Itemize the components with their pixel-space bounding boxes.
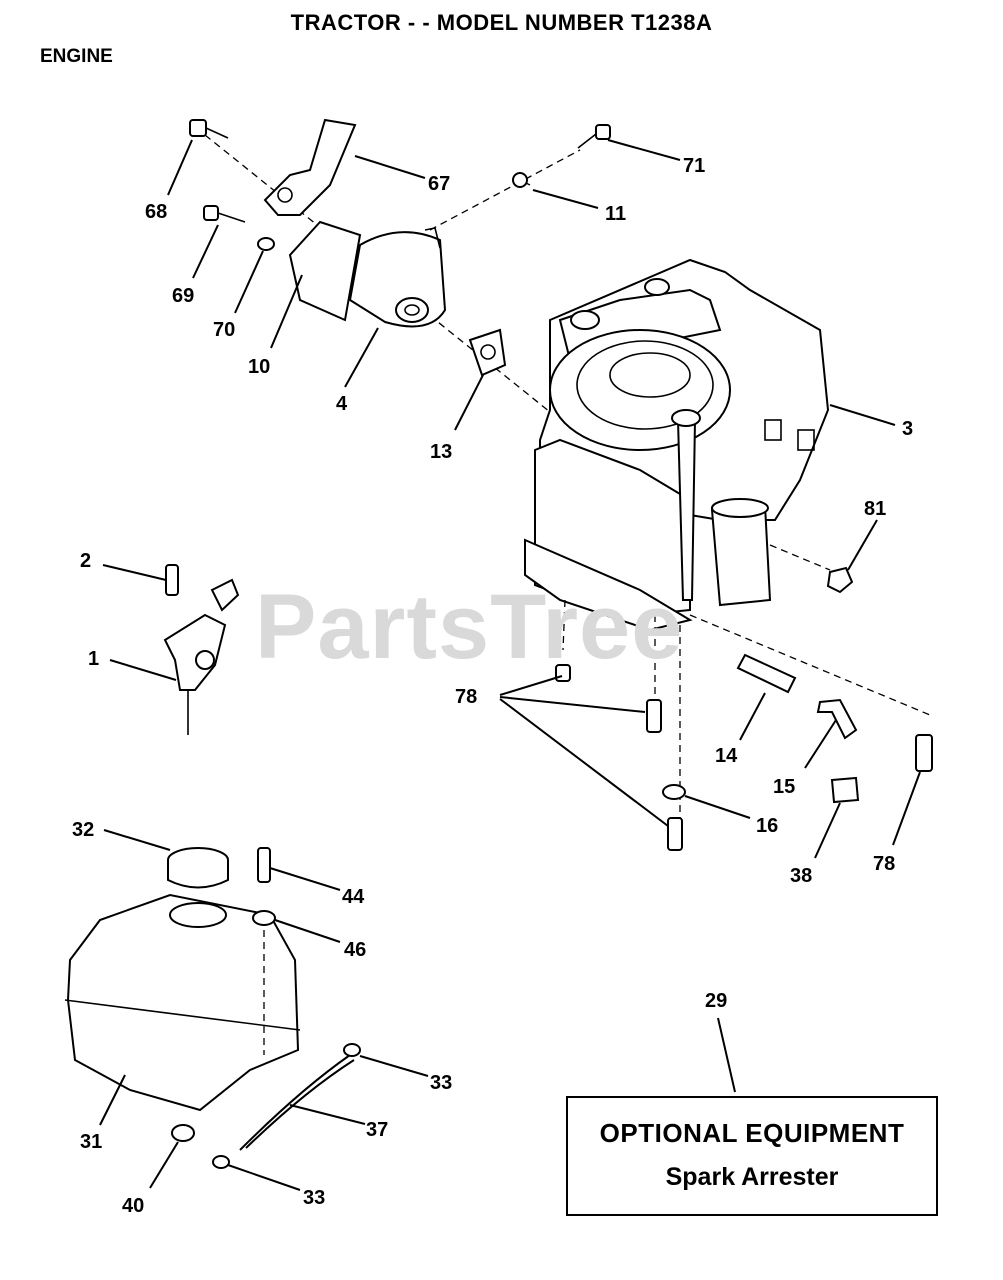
- engine-3-part: [524, 258, 830, 632]
- bracket-67-part: [263, 118, 357, 216]
- optional-equipment-title: OPTIONAL EQUIPMENT: [599, 1118, 905, 1148]
- engine-fasteners: [555, 544, 933, 851]
- callout-numbers: 68 67 71 11 69 70 10 4 13 3 81 2 1 78 14…: [72, 155, 913, 1217]
- screw-2-part: [165, 564, 179, 596]
- callout-1: 1: [88, 648, 99, 670]
- clamp-33a-part: [343, 1043, 361, 1057]
- bolt-69-part: [203, 205, 246, 223]
- callout-46: 46: [344, 939, 366, 961]
- washer-70-part: [257, 237, 275, 251]
- pipe-14-part: [736, 653, 797, 694]
- callout-71: 71: [683, 155, 705, 177]
- callout-68: 68: [145, 201, 167, 223]
- muffler-4-part: [348, 227, 447, 328]
- callout-78-right: 78: [873, 853, 895, 875]
- nut-81-part: [826, 566, 854, 594]
- clamp-33b-part: [212, 1155, 230, 1169]
- callout-11: 11: [605, 203, 626, 225]
- bolt-78c-part: [667, 817, 683, 851]
- gasket-13-part: [468, 328, 507, 377]
- muffler-assembly: [189, 118, 611, 421]
- optional-equipment-item: Spark Arrester: [665, 1163, 839, 1191]
- fuel-cap-32-part: [167, 860, 229, 889]
- callout-15: 15: [773, 776, 795, 798]
- callout-10: 10: [248, 356, 270, 378]
- callout-33-lower: 33: [303, 1187, 325, 1209]
- washer-16-part: [662, 784, 686, 800]
- heat-shield-10-part: [288, 220, 362, 322]
- callout-70: 70: [213, 319, 235, 341]
- lockwasher-11-part: [512, 172, 528, 188]
- callout-2: 2: [80, 550, 91, 572]
- bolt-78b-part: [646, 699, 662, 733]
- callout-38: 38: [790, 865, 812, 887]
- page-title: TRACTOR - - MODEL NUMBER T1238A: [290, 10, 713, 35]
- callout-3: 3: [902, 418, 913, 440]
- callout-40: 40: [122, 1195, 144, 1217]
- fuel-line-37-part: [239, 1054, 351, 1151]
- callout-32: 32: [72, 819, 94, 841]
- callout-44: 44: [342, 886, 365, 908]
- fuel-tank-assembly: [64, 847, 361, 1169]
- screw-44-part: [257, 847, 271, 883]
- callout-81: 81: [864, 498, 886, 520]
- leader-lines: [99, 139, 921, 1191]
- elbow-15-part: [816, 698, 858, 740]
- throttle-control-1-part: [163, 564, 240, 735]
- washer-46-part: [252, 910, 276, 926]
- callout-4: 4: [336, 393, 348, 415]
- bolt-78d-part: [915, 734, 933, 772]
- callout-37: 37: [366, 1119, 388, 1141]
- callout-29: 29: [705, 990, 727, 1012]
- bolt-68-part: [189, 119, 229, 139]
- callout-78-left: 78: [455, 686, 477, 708]
- grommet-40-part: [171, 1124, 195, 1142]
- callout-13: 13: [430, 441, 452, 463]
- callout-33-upper: 33: [430, 1072, 452, 1094]
- callout-69: 69: [172, 285, 194, 307]
- callout-31: 31: [80, 1131, 102, 1153]
- callout-67: 67: [428, 173, 450, 195]
- bolt-78a-part: [555, 664, 571, 682]
- cap-38-part: [830, 776, 860, 804]
- callout-14: 14: [715, 745, 738, 767]
- section-label: ENGINE: [40, 46, 113, 67]
- bolt-71-part: [577, 124, 611, 149]
- optional-equipment-box: OPTIONAL EQUIPMENT Spark Arrester: [566, 1096, 938, 1216]
- callout-16: 16: [756, 815, 778, 837]
